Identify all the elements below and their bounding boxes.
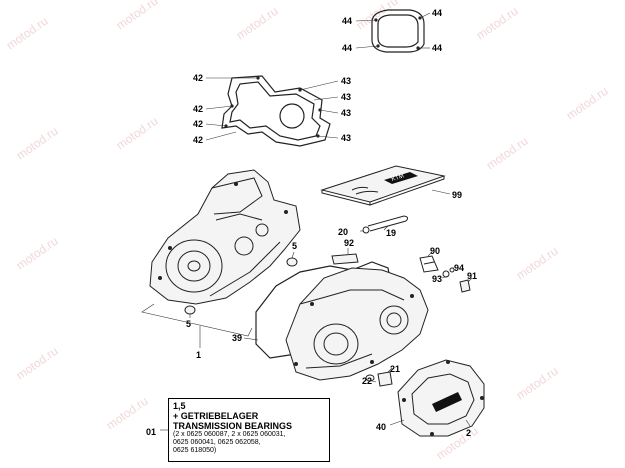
callout-43: 43 [341, 108, 351, 118]
info-box-reference: 01 [146, 427, 157, 437]
callout-42: 42 [193, 119, 203, 129]
callout-43: 43 [341, 92, 351, 102]
svg-text:motod.ru: motod.ru [514, 364, 561, 403]
callout-39: 39 [232, 333, 242, 343]
clutch-cover [397, 359, 485, 437]
svg-text:motod.ru: motod.ru [14, 344, 61, 383]
info-line: (2 x 0625 060087, 2 x 0625 060031, [173, 431, 286, 438]
shift-lever-parts [419, 255, 471, 293]
callout-40: 40 [376, 422, 386, 432]
svg-text:motod.ru: motod.ru [564, 84, 611, 123]
callout-94: 94 [454, 263, 464, 273]
watermark-layer: motod.ru motod.ru motod.ru motod.ru moto… [4, 0, 611, 462]
svg-text:motod.ru: motod.ru [14, 124, 61, 163]
svg-text:motod.ru: motod.ru [114, 0, 161, 32]
callout-19: 19 [386, 228, 396, 238]
callout-21: 21 [390, 364, 400, 374]
info-line: 1,5 [173, 401, 186, 411]
small-gasket [331, 253, 359, 265]
svg-text:motod.ru: motod.ru [114, 114, 161, 153]
callout-44: 44 [432, 8, 442, 18]
callout-5: 5 [186, 319, 191, 329]
right-crankcase-half [285, 267, 429, 381]
left-crankcase-half [149, 169, 301, 305]
transmission-bearings-info-box: 1,5 + GETRIEBELAGER TRANSMISSION BEARING… [168, 398, 330, 462]
callout-5: 5 [292, 241, 297, 251]
callout-44: 44 [342, 43, 352, 53]
svg-text:motod.ru: motod.ru [354, 0, 401, 32]
callout-44: 44 [342, 16, 352, 26]
callout-42: 42 [193, 135, 203, 145]
svg-text:motod.ru: motod.ru [234, 4, 281, 43]
info-line: 0625 618050) [173, 447, 217, 454]
svg-text:motod.ru: motod.ru [514, 244, 561, 283]
callout-42: 42 [193, 73, 203, 83]
svg-text:motod.ru: motod.ru [4, 14, 51, 53]
callout-42: 42 [193, 104, 203, 114]
drain-plug [365, 371, 393, 387]
svg-text:KTM: KTM [391, 173, 405, 182]
bearing [184, 305, 196, 315]
callout-91: 91 [467, 271, 477, 281]
callout-90: 90 [430, 246, 440, 256]
callout-44: 44 [432, 43, 442, 53]
svg-text:motod.ru: motod.ru [474, 4, 521, 43]
bearing [286, 257, 298, 267]
svg-text:motod.ru: motod.ru [104, 394, 151, 433]
svg-text:motod.ru: motod.ru [484, 134, 531, 173]
assembly-bracket [141, 303, 253, 348]
svg-text:motod.ru: motod.ru [14, 234, 61, 273]
gasket-set-package: KTM [320, 165, 446, 206]
info-line: 0625 060041, 0625 062058, [173, 439, 261, 446]
callout-43: 43 [341, 76, 351, 86]
info-line: TRANSMISSION BEARINGS [173, 421, 293, 431]
crankcase-gasket [221, 75, 331, 147]
info-line: + GETRIEBELAGER [173, 411, 259, 421]
callout-22: 22 [362, 376, 372, 386]
callout-20: 20 [338, 227, 348, 237]
callout-1: 1 [196, 350, 201, 360]
callout-93: 93 [432, 274, 442, 284]
callout-2: 2 [466, 428, 471, 438]
callout-99: 99 [452, 190, 462, 200]
callout-92: 92 [344, 238, 354, 248]
callout-43: 43 [341, 133, 351, 143]
